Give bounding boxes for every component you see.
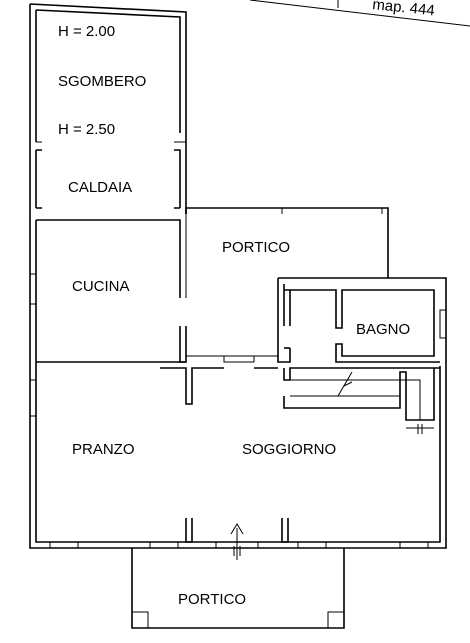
parcel-boundary (249, 0, 470, 27)
windows (29, 273, 447, 549)
sgombero-walls (29, 3, 187, 143)
room-label-portico-lower: PORTICO (178, 591, 246, 608)
cucina-walls (36, 326, 278, 405)
sgombero-height-bottom: H = 2.50 (58, 121, 115, 138)
portico-upper-walls (186, 208, 383, 357)
room-label-sgombero: SGOMBERO (58, 73, 146, 90)
entrance (185, 518, 289, 560)
room-label-soggiorno: SOGGIORNO (242, 441, 336, 458)
room-label-bagno: BAGNO (356, 321, 410, 338)
main-outer-walls (29, 207, 447, 549)
room-label-caldaia: CALDAIA (68, 179, 132, 196)
bagno-walls (277, 278, 440, 434)
room-label-pranzo: PRANZO (72, 441, 135, 458)
room-label-portico-upper: PORTICO (222, 239, 290, 256)
caldaia-walls (29, 142, 187, 214)
room-label-cucina: CUCINA (72, 278, 130, 295)
sgombero-height-top: H = 2.00 (58, 23, 115, 40)
portico-lower-walls (131, 548, 345, 629)
map-reference: map. 444 (372, 0, 436, 20)
